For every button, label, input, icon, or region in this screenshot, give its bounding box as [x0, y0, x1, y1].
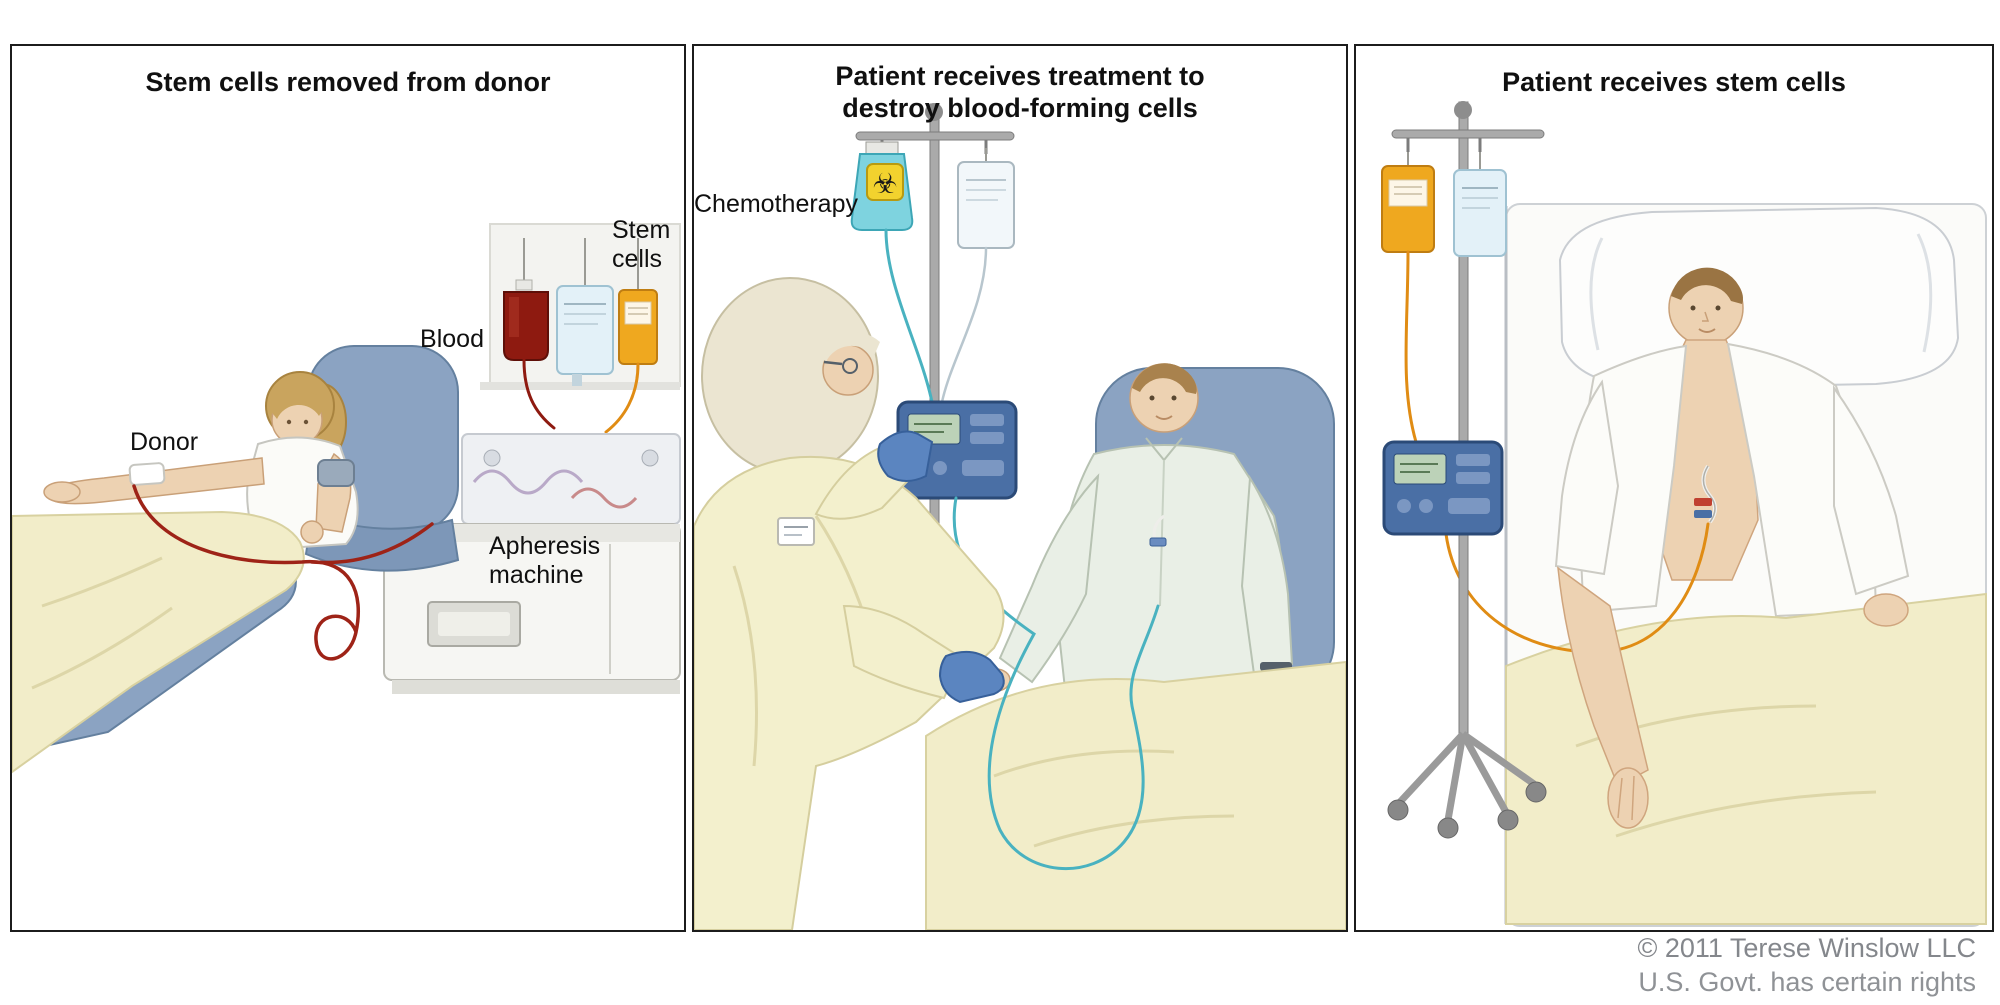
patient-figure [1554, 267, 1910, 618]
infusion-pump [896, 400, 1018, 500]
stem-cell-bag [604, 238, 658, 434]
panel3-title: Patient receives stem cells [1502, 67, 1846, 97]
blood-tubing [132, 484, 434, 661]
chemo-line [952, 496, 1160, 871]
nurse-figure [694, 277, 1005, 930]
panel-stem-cells-removed: Stem cells removed from donor [10, 44, 686, 932]
label-stem-cells: Stem cells [612, 216, 671, 273]
blood-bag [503, 238, 556, 430]
iv-pole [855, 103, 1015, 635]
label-apheresis-machine: Apheresis machine [489, 532, 601, 589]
credit-line2: U.S. Govt. has certain rights [1638, 966, 1976, 997]
saline-bag [940, 148, 1015, 404]
panel2-title: Patient receives treatment to destroy bl… [835, 61, 1205, 124]
panel1-title: Stem cells removed from donor [145, 67, 551, 97]
donor-blanket [12, 510, 305, 774]
panel2-illustration: ☣ [694, 103, 1346, 930]
panel-patient-treatment: Patient receives treatment to destroy bl… [692, 44, 1348, 932]
apheresis-machine-body [383, 523, 681, 694]
biohazard-icon: ☣ [872, 168, 897, 199]
iv-pole [1387, 101, 1547, 839]
panel1-illustration [12, 223, 681, 774]
infusion-pump [1382, 440, 1504, 536]
plasma-bag [556, 238, 614, 386]
credit: © 2011 Terese Winslow LLC U.S. Govt. has… [1637, 932, 1976, 1000]
patient-hands [1557, 566, 1909, 829]
apheresis-tubing-deck [461, 433, 681, 525]
panel3-illustration [1381, 101, 1987, 927]
patient-blanket [925, 660, 1346, 930]
credit-line1: © 2011 Terese Winslow LLC [1637, 933, 1976, 963]
label-chemotherapy: Chemotherapy [694, 190, 858, 218]
label-donor: Donor [130, 428, 199, 456]
saline-bag [1453, 152, 1507, 257]
chemo-bag: ☣ [850, 141, 934, 404]
panel-patient-receives-stem-cells: Patient receives stem cells [1354, 44, 1994, 932]
stem-cell-bag [1381, 152, 1435, 444]
label-blood: Blood [420, 325, 484, 353]
